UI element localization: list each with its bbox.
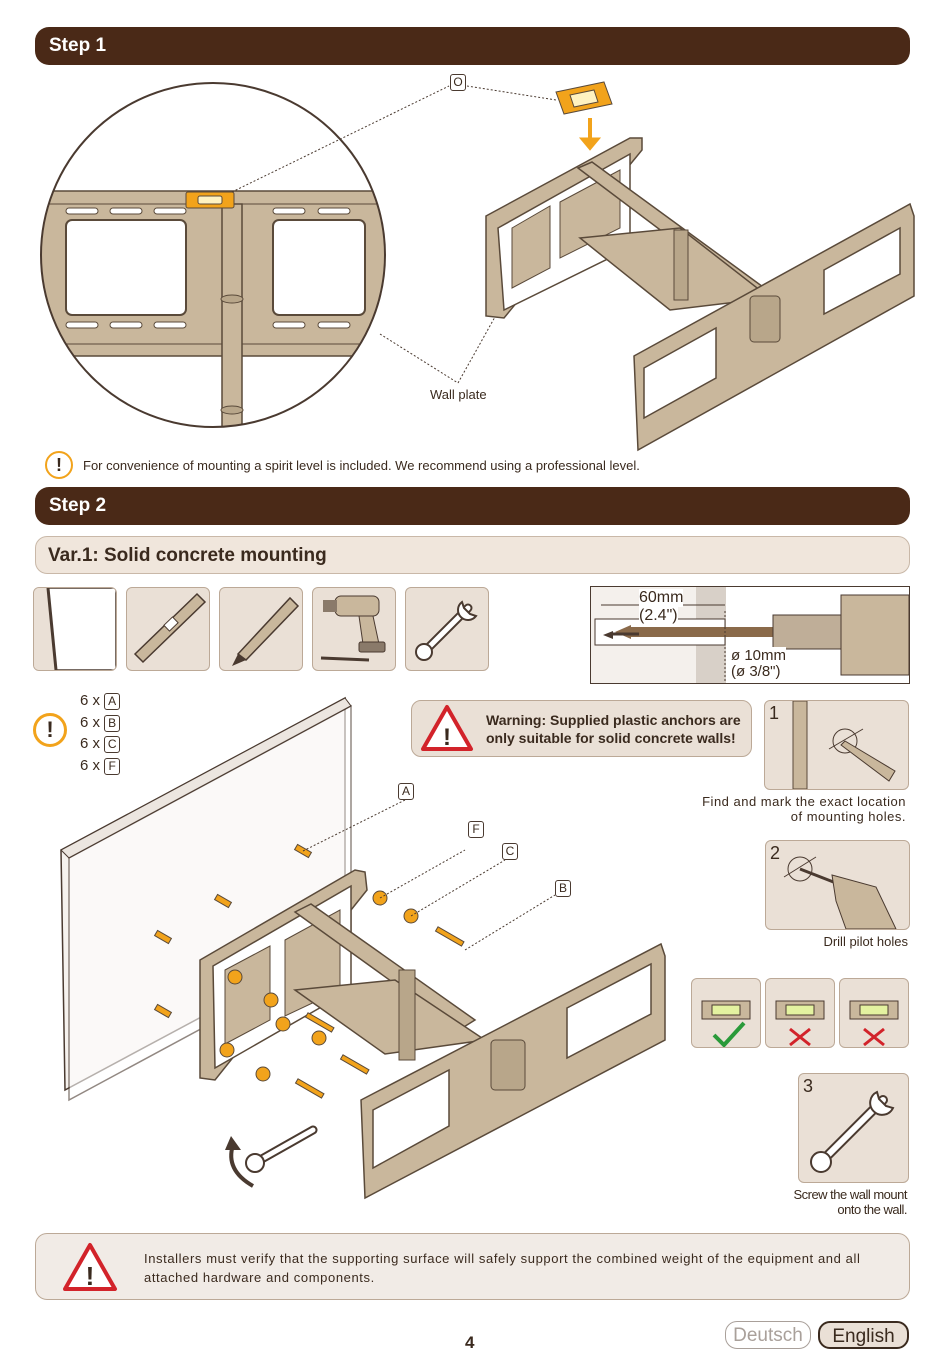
attention-icon: ! — [33, 713, 67, 747]
variant-header: Var.1: Solid concrete mounting — [35, 536, 910, 574]
installer-warning-box: ! Installers must verify that the suppor… — [35, 1233, 910, 1300]
wall-plate-label: Wall plate — [430, 387, 487, 402]
parts-list: 6 x A 6 x B 6 x C 6 x F — [80, 690, 121, 777]
level-check-correct — [691, 978, 761, 1048]
level-tool-icon — [133, 592, 207, 664]
callout-c: C — [502, 843, 518, 860]
language-tab-english[interactable]: English — [818, 1321, 909, 1349]
drill-depth-inch-label: (2.4") — [639, 607, 678, 625]
drill-depth-diagram: 60mm (2.4") ø 10mm (ø 3/8") — [590, 586, 910, 684]
wrench-icon — [810, 1090, 895, 1173]
substep-1-panel: 1 — [764, 700, 909, 790]
page-number: 4 — [465, 1333, 475, 1352]
svg-text:!: ! — [443, 724, 451, 751]
step-1-note: For convenience of mounting a spirit lev… — [83, 458, 640, 473]
wall-mount-level-illustration — [485, 81, 915, 452]
step-1-header: Step 1 — [35, 27, 910, 65]
wrench-icon — [415, 600, 478, 661]
level-wrong-icon — [849, 1000, 899, 1047]
wall-plate-detail-illustration — [40, 82, 386, 428]
wrench-icon — [245, 1125, 318, 1173]
drill-diameter-inch-label: (ø 3/8") — [731, 663, 781, 680]
level-correct-icon — [701, 1000, 751, 1047]
callout-f: F — [468, 821, 484, 838]
callout-b: B — [555, 880, 571, 897]
level-check-wrong-right — [839, 978, 909, 1048]
substep-number: 1 — [769, 703, 780, 723]
step-1-leader-lines — [231, 85, 557, 384]
down-arrow-icon — [578, 118, 602, 151]
tool-wall-tile — [33, 587, 117, 671]
svg-text:!: ! — [86, 1261, 95, 1291]
pencil-icon — [232, 596, 300, 666]
mark-holes-illustration — [792, 701, 896, 789]
exploded-mount-illustration — [60, 696, 666, 1200]
drill-diameter-label: ø 10mm — [731, 647, 787, 664]
attention-icon: ! — [45, 451, 73, 479]
substep-number: 2 — [770, 843, 781, 863]
tool-level-tile — [126, 587, 210, 671]
warning-triangle-icon: ! — [63, 1243, 117, 1291]
drill-holes-illustration — [783, 856, 897, 929]
language-tab-deutsch[interactable]: Deutsch — [725, 1321, 811, 1349]
part-label-o: O — [450, 74, 466, 91]
level-check-wrong-left — [765, 978, 835, 1048]
parts-list-item: 6 x F — [80, 755, 121, 777]
tool-pencil-tile — [219, 587, 303, 671]
drill-icon — [320, 595, 386, 662]
anchor-warning-box: ! Warning: Supplied plastic anchors are … — [411, 700, 752, 757]
substep-3-panel: 3 — [798, 1073, 909, 1183]
parts-list-item: 6 x C — [80, 733, 121, 755]
warning-triangle-icon: ! — [421, 705, 473, 751]
substep-1-caption: Find and mark the exact location of moun… — [702, 794, 906, 824]
rotate-arrow-icon — [225, 1136, 241, 1150]
substep-3-caption: Screw the wall mount onto the wall. — [793, 1187, 907, 1217]
spirit-level-icon — [555, 81, 613, 115]
substep-2-panel: 2 — [765, 840, 910, 930]
anchor-warning-text: Warning: Supplied plastic anchors are on… — [486, 712, 741, 746]
substep-2-caption: Drill pilot holes — [823, 934, 908, 949]
tool-wrench-tile — [405, 587, 489, 671]
installer-warning-text: Installers must verify that the supporti… — [144, 1251, 861, 1285]
step-2-header: Step 2 — [35, 487, 910, 525]
callout-a: A — [398, 783, 414, 800]
drill-depth-label: 60mm — [639, 589, 684, 607]
parts-list-item: 6 x A — [80, 690, 121, 712]
level-wrong-icon — [775, 1000, 825, 1047]
substep-number: 3 — [803, 1076, 814, 1096]
concrete-wall-icon — [34, 588, 116, 670]
tool-drill-tile — [312, 587, 396, 671]
parts-list-item: 6 x B — [80, 712, 121, 734]
